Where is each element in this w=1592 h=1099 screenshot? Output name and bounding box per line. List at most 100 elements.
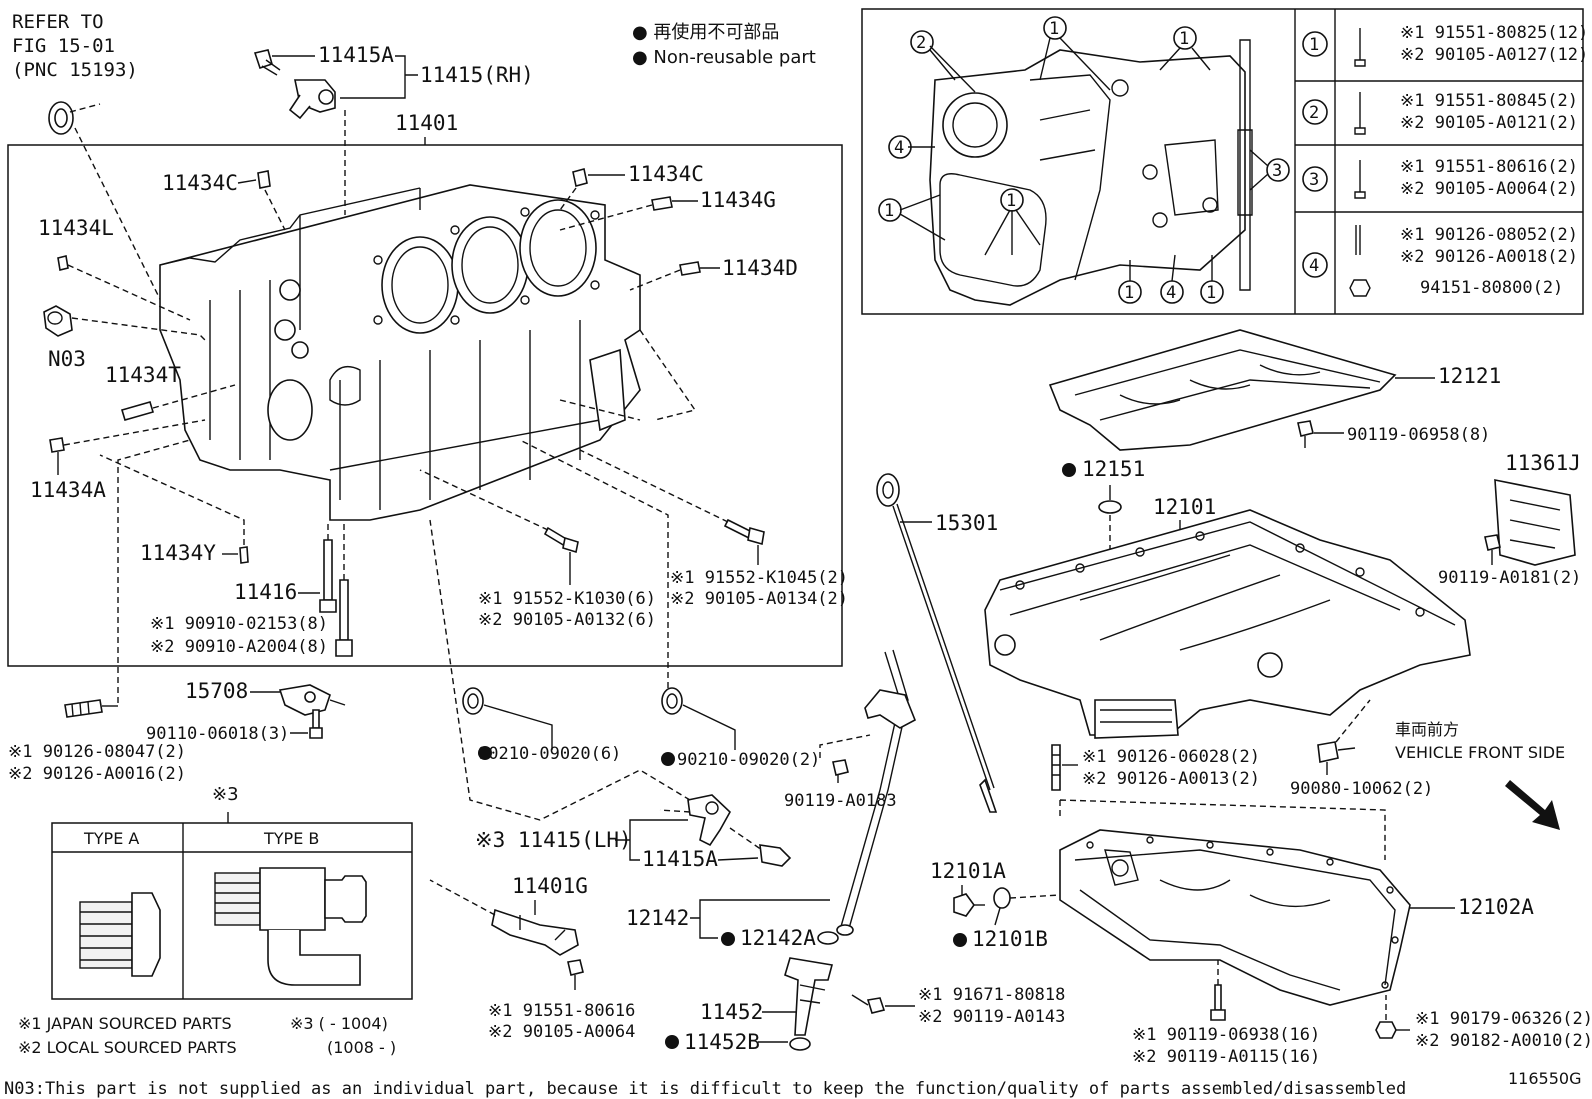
guide-11452[interactable] (784, 957, 833, 1036)
knock-sensor-11401g[interactable] (491, 908, 579, 956)
cover-11361j[interactable] (1494, 479, 1576, 566)
cylinder-block[interactable] (159, 184, 641, 521)
bolt-90910[interactable] (335, 579, 353, 657)
label-11434a: 11434A (30, 478, 106, 502)
stud-90126-06028[interactable] (1051, 744, 1061, 791)
footnote-n03: N03:This part is not supplied as an indi… (4, 1079, 1406, 1099)
footnote-japan-sourced: ※1 JAPAN SOURCED PARTS (18, 1014, 232, 1033)
detail-row-4-p3: 94151-80800(2) (1420, 278, 1563, 298)
dash-k1030 (419, 469, 549, 531)
oil-pressure-sensor-lh[interactable] (687, 794, 732, 847)
label-n03: N03 (48, 347, 86, 371)
legend-en: ● Non-reusable part (632, 47, 816, 68)
label-11401g: 11401G (512, 874, 588, 898)
bolt-90119-a0183[interactable] (832, 759, 849, 783)
label-k1030-jp: ※1 91552-K1030(6) (478, 589, 656, 609)
bolt-91552-k1045[interactable] (723, 518, 765, 546)
oil-pressure-sensor-rh[interactable] (288, 79, 336, 120)
detail-callout-7: 1 (1006, 191, 1016, 211)
bolt-90119-a0181[interactable] (1484, 534, 1501, 551)
oil-seal[interactable] (48, 101, 74, 135)
nut-90179-06326[interactable] (1375, 1021, 1397, 1039)
label-11434d: 11434D (722, 256, 798, 280)
dash-k1045 (579, 449, 729, 523)
oil-pan-upper-12101[interactable] (984, 509, 1471, 739)
bolt-11415a-top[interactable] (253, 49, 281, 76)
detail-row-2-p1: ※1 91551-80845(2) (1400, 91, 1578, 111)
bolt-90080-10062[interactable] (1317, 741, 1356, 763)
label-06028-jp: ※1 90126-06028(2) (1082, 747, 1260, 767)
legend-jp: ● 再使用不可部品 (632, 22, 779, 43)
label-90080-10062: 90080-10062(2) (1290, 779, 1433, 799)
type-a-sensor[interactable] (79, 892, 161, 977)
plug-11434c-left[interactable] (257, 170, 271, 189)
leader-11415a-bottom (717, 857, 759, 861)
label-15301: 15301 (935, 511, 998, 535)
oil-pan-lower-12102a[interactable] (1059, 829, 1411, 1006)
bolt-90119-06938[interactable] (1210, 984, 1226, 1021)
plug-n03[interactable] (43, 305, 73, 337)
label-15708: 15708 (185, 679, 248, 703)
bolt-90110[interactable] (309, 709, 323, 739)
detail-row-2-p2: ※2 90105-A0121(2) (1400, 113, 1578, 133)
bolt-91671[interactable] (851, 994, 886, 1014)
detail-callout-3: 1 (1179, 29, 1189, 49)
type-box-frame (51, 822, 413, 1000)
leader-12101b (994, 907, 1001, 926)
leader-90210-2 (682, 704, 736, 750)
baffle-plate-12121[interactable] (1048, 329, 1397, 451)
dash-11401g (429, 879, 496, 916)
bolt-11416[interactable] (319, 539, 337, 613)
detail-row-3-p2: ※2 90105-A0064(2) (1400, 179, 1578, 199)
detail-frame (861, 8, 1584, 315)
stud-90126-08047[interactable] (64, 699, 103, 718)
pin-11434d[interactable] (679, 261, 701, 276)
dash-10062 (1335, 699, 1371, 743)
label-06938-local: ※2 90119-A0115(16) (1132, 1047, 1320, 1067)
plug-11434c-right[interactable] (572, 168, 588, 187)
detail-callout-9: 4 (1166, 283, 1176, 303)
dash-12101b (1009, 894, 1061, 899)
bedplate-detail-drawing[interactable] (929, 39, 1253, 306)
plug-90210-2[interactable] (661, 687, 683, 715)
label-12151: 12151 (1082, 457, 1145, 481)
label-90119-a0183: 90119-A0183 (784, 791, 897, 811)
label-11434l: 11434L (38, 216, 114, 240)
pin-11434y[interactable] (239, 546, 249, 564)
gasket-12101b[interactable] (993, 887, 1011, 909)
pin-11434t[interactable] (121, 401, 154, 421)
oring-12142a[interactable] (817, 931, 839, 945)
dash-n03 (71, 317, 206, 341)
refer-line-1: REFER TO (12, 11, 104, 33)
oring-12151[interactable] (1098, 500, 1122, 514)
refer-line-2: FIG 15-01 (12, 35, 115, 57)
pin-11434a[interactable] (49, 437, 65, 453)
type-a-label: TYPE A (83, 829, 139, 848)
bolt-11401g[interactable] (567, 959, 584, 990)
label-12102a: 12102A (1458, 895, 1534, 919)
pin-11434l[interactable] (57, 255, 69, 271)
plug-90210-6[interactable] (462, 687, 484, 715)
bolt-91552-k1030[interactable] (543, 526, 579, 554)
type-b-sensor[interactable] (214, 867, 367, 986)
footnote-type3-range-2: (1008 - ) (327, 1038, 396, 1057)
oring-11452b[interactable] (789, 1037, 811, 1051)
bolt-11415a-bottom[interactable] (759, 844, 792, 867)
gauge-guide-12142[interactable] (836, 649, 917, 936)
label-bolt-11416-jp: ※1 90910-02153(8) (150, 614, 328, 634)
label-91671-local: ※2 90119-A0143 (918, 1007, 1065, 1027)
oil-jet-15708[interactable] (278, 684, 346, 716)
label-12101a: 12101A (930, 859, 1006, 883)
detail-row-1-p2: ※2 90105-A0127(12) (1400, 45, 1588, 65)
footnote-local-sourced: ※2 LOCAL SOURCED PARTS (18, 1038, 237, 1057)
detail-row-1-p1: ※1 91551-80825(12) (1400, 23, 1588, 43)
label-06326-local: ※2 90182-A0010(2) (1415, 1031, 1592, 1051)
dash-stud-08047 (117, 439, 191, 703)
drain-plug-12101a[interactable] (953, 893, 985, 917)
nonreusable-dot-12151 (1062, 463, 1076, 477)
oil-level-gauge-15301[interactable] (876, 473, 998, 813)
plug-11434g[interactable] (651, 196, 673, 211)
dash-11415a-bottom (729, 827, 763, 851)
bolt-90119-06958[interactable] (1297, 420, 1314, 448)
figure-code: 116550G (1508, 1069, 1581, 1088)
